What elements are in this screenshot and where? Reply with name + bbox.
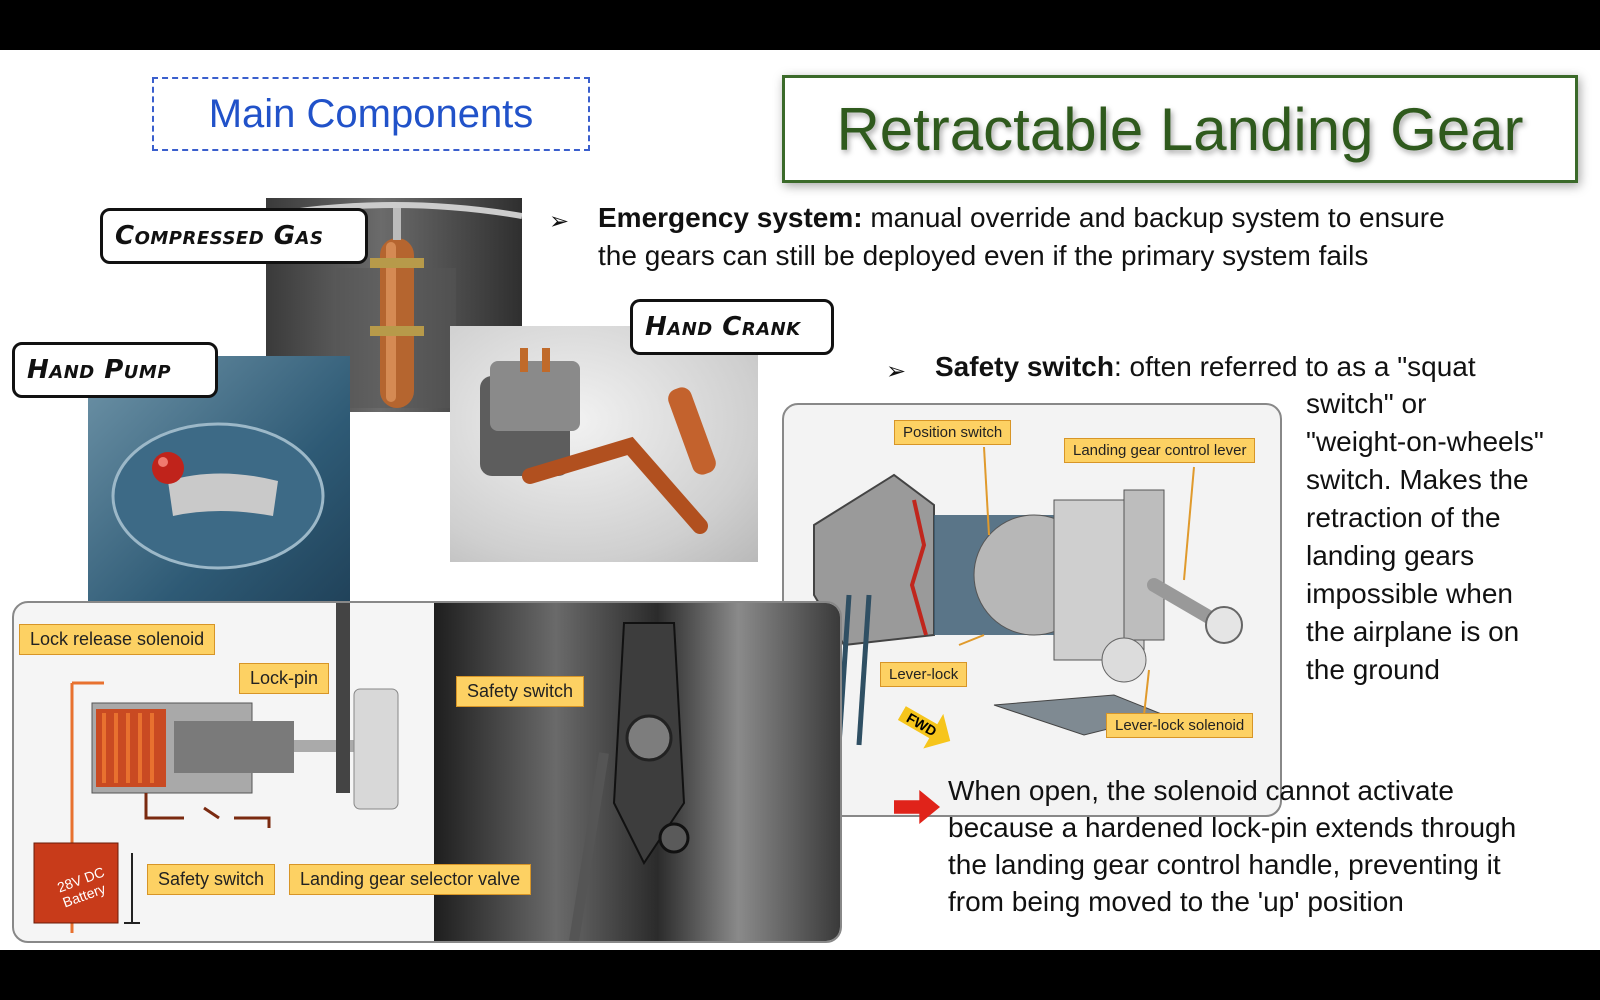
safety-heading: Safety switch bbox=[935, 351, 1114, 382]
hand-crank-tag: Hand Crank bbox=[630, 299, 834, 355]
solenoid-schematic-illustration bbox=[33, 603, 399, 933]
safety-line: switch. Makes the bbox=[1306, 464, 1529, 495]
lock-pin-label: Lock-pin bbox=[239, 663, 330, 694]
hand-pump-tag: Hand Pump bbox=[12, 342, 218, 398]
compressed-gas-tag: Compressed Gas bbox=[100, 208, 368, 264]
safety-line: "weight-on-wheels" bbox=[1306, 426, 1544, 457]
solenoid-safety-switch-diagram: Safety switch 28V DC Battery Lock releas… bbox=[12, 601, 842, 943]
safety-switch-text: switch" or "weight-on-wheels" switch. Ma… bbox=[1306, 385, 1596, 689]
emergency-line-1: Emergency system: manual override and ba… bbox=[598, 199, 1598, 237]
safety-line: retraction of the bbox=[1306, 502, 1501, 533]
safety-line: the ground bbox=[1306, 654, 1440, 685]
emergency-heading: Emergency system: bbox=[598, 202, 863, 233]
hand-crank-illustration bbox=[480, 348, 716, 534]
lever-lock-solenoid-label: Lever-lock solenoid bbox=[1106, 713, 1254, 738]
hand-crank-photo bbox=[450, 326, 758, 562]
lock-release-solenoid-label: Lock release solenoid bbox=[19, 624, 216, 655]
strut-photo-illustration bbox=[569, 622, 690, 941]
slide: Main Components Retractable Landing Gear bbox=[0, 50, 1600, 950]
safety-line: the airplane is on bbox=[1306, 616, 1520, 647]
gas-cylinder-illustration bbox=[266, 202, 522, 408]
bullet-arrow-icon: ➢ bbox=[886, 358, 907, 385]
safety-desc-1: : often referred to as a "squat bbox=[1113, 351, 1476, 382]
bullet-arrow-icon: ➢ bbox=[549, 208, 570, 235]
safety-switch-label: Safety switch bbox=[147, 864, 276, 895]
safety-switch-line: Safety switch: often referred to as a "s… bbox=[935, 348, 1595, 386]
main-components-heading: Main Components bbox=[152, 77, 590, 151]
note-line: because a hardened lock-pin extends thro… bbox=[948, 812, 1517, 843]
note-line: from being moved to the 'up' position bbox=[948, 886, 1404, 917]
emergency-line-2: the gears can still be deployed even if … bbox=[598, 240, 1369, 271]
safety-line: landing gears bbox=[1306, 540, 1475, 571]
hand-pump-illustration bbox=[111, 422, 325, 570]
note-line: the landing gear control handle, prevent… bbox=[948, 849, 1501, 880]
emergency-desc-1: manual override and backup system to ens… bbox=[862, 202, 1445, 233]
safety-line: switch" or bbox=[1306, 388, 1427, 419]
lever-lock-diagram: Position switch Landing gear control lev… bbox=[782, 403, 1282, 817]
slide-title: Retractable Landing Gear bbox=[782, 75, 1578, 183]
safety-line: impossible when bbox=[1306, 578, 1513, 609]
photo-safety-switch-label: Safety switch bbox=[456, 676, 585, 707]
lever-lock-label: Lever-lock bbox=[880, 662, 968, 687]
emergency-system-text: Emergency system: manual override and ba… bbox=[598, 199, 1598, 275]
selector-valve-label: Landing gear selector valve bbox=[289, 864, 532, 895]
position-switch-label: Position switch bbox=[894, 420, 1012, 445]
note-line: When open, the solenoid cannot activate bbox=[948, 775, 1454, 806]
lever-mechanism-illustration bbox=[813, 446, 1243, 746]
note-text: When open, the solenoid cannot activate … bbox=[948, 772, 1588, 920]
control-lever-label: Landing gear control lever bbox=[1064, 438, 1256, 463]
hand-pump-photo bbox=[88, 356, 350, 634]
